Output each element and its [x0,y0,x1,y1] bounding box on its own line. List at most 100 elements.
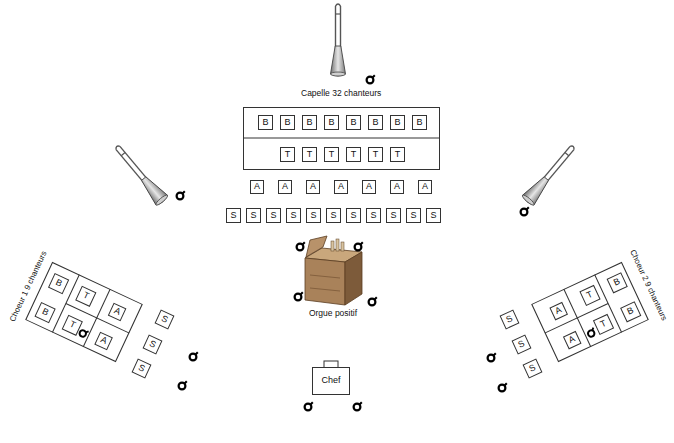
voice-letter: T [307,150,313,160]
voice-letter: S [148,338,158,350]
voice-letter: A [282,182,288,192]
singer-box: S [246,208,261,223]
singer-box: S [386,208,401,223]
voice-letter: S [310,211,316,221]
voice-letter: S [350,211,356,221]
voice-letter: B [416,118,422,128]
singer-box: S [131,359,151,379]
voice-letter: T [395,150,401,160]
voice-letter: T [373,150,379,160]
voice-letter: S [505,314,515,326]
voice-letter: A [567,334,577,346]
voice-letter: A [422,182,428,192]
voice-letter: S [137,363,147,375]
singer-box: S [346,208,361,223]
trombone-symbol [331,4,346,76]
voice-letter: B [612,277,622,289]
singer-box: B [48,273,69,294]
voice-letter: B [626,306,636,318]
choir-block: Capelle 32 chanteursBBBBBBBBTTTTTT [243,107,440,170]
voice-letter: B [328,118,334,128]
singer-box: B [368,115,383,130]
singer-box: B [302,115,317,130]
microphone-symbol [79,328,89,338]
singer-box: T [280,147,295,162]
singer-box: S [306,208,321,223]
singer-box: S [266,208,281,223]
row-divider [243,138,440,139]
trombone-symbol [521,142,579,207]
voice-letter: T [351,150,357,160]
voice-letter: S [390,211,396,221]
voice-letter: A [99,335,109,347]
singer-box: B [620,301,641,322]
voice-letter: B [372,118,378,128]
voice-letter: T [285,150,291,160]
singer-box: A [278,180,292,194]
voice-letter: S [270,211,276,221]
singer-box: B [390,115,405,130]
singer-box: T [324,147,339,162]
singer-box: T [302,147,317,162]
voice-letter: A [554,305,564,317]
singer-box: A [250,180,264,194]
singer-box: T [390,147,405,162]
conductor-box: Chef [312,367,350,395]
singer-box: B [258,115,273,130]
voice-letter: A [112,306,122,318]
voice-letter: S [250,211,256,221]
voice-letter: S [290,211,296,221]
voice-letter: B [284,118,290,128]
singer-box: S [326,208,341,223]
singer-box: T [346,147,361,162]
voice-letter: T [81,291,90,302]
trombone-symbol [111,142,169,207]
singer-box: T [593,314,614,335]
voice-letter: A [338,182,344,192]
voice-letter: S [370,211,376,221]
singer-box: A [94,332,113,351]
voice-letter: T [599,319,608,330]
voice-letter: A [254,182,260,192]
singer-box: B [607,272,628,293]
voice-letter: B [394,118,400,128]
singer-box: S [286,208,301,223]
voice-letter: S [230,211,236,221]
singer-box: S [406,208,421,223]
singer-box: A [362,180,376,194]
voice-letter: B [40,307,50,319]
instrument-label: Orgue positif [309,309,357,318]
singer-box: S [511,334,531,354]
voice-letter: T [329,150,335,160]
group-heading: Capelle 32 chanteurs [301,89,381,98]
voice-letter: T [68,320,77,331]
voice-letter: A [394,182,400,192]
voice-letter: S [430,211,436,221]
singer-box: S [500,310,520,330]
singer-box: S [154,310,174,330]
voice-letter: A [366,182,372,192]
singer-box: B [412,115,427,130]
voice-letter: A [310,182,316,192]
singer-box: T [75,286,96,307]
choir-area: Choeur 2 9 chanteursBBTTAA [531,262,649,362]
voice-letter: S [528,363,538,375]
singer-box: A [549,302,568,321]
voice-letter: B [306,118,312,128]
singer-box: T [368,147,383,162]
singer-box: A [390,180,404,194]
singer-box: A [108,303,127,322]
singer-box: B [324,115,339,130]
voice-letter: S [330,211,336,221]
singer-box: S [143,334,163,354]
singer-box: S [226,208,241,223]
singer-box: B [34,302,55,323]
singer-box: S [523,359,543,379]
voice-letter: S [159,314,169,326]
conductor-label: Chef [321,376,340,386]
singer-box: B [346,115,361,130]
singer-box: A [563,331,582,350]
choir-area: Choeur 1 9 chanteursBBTTAA [25,262,143,362]
microphone-symbol [177,75,529,410]
voice-letter: S [410,211,416,221]
